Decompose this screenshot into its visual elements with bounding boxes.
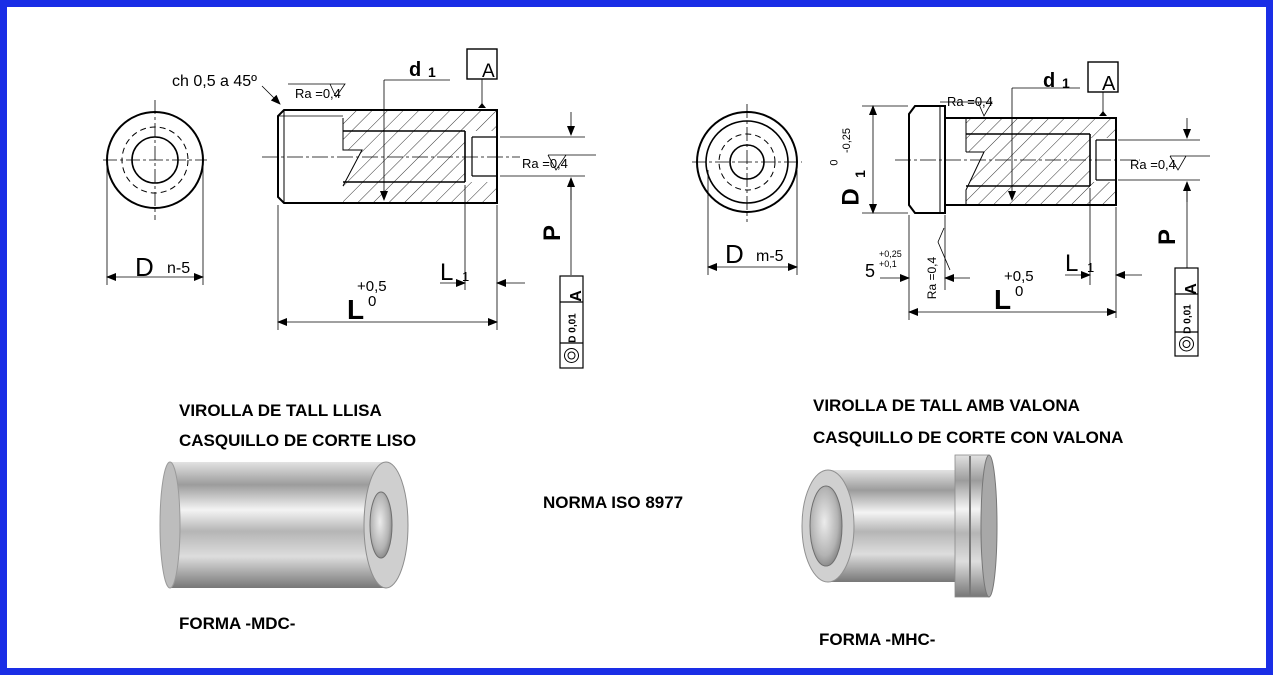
- plain-bushing-illustration: [159, 461, 409, 589]
- length-dim-label: L: [347, 294, 365, 325]
- concentricity-icon: [1179, 336, 1194, 352]
- step-dim-sub: 1: [462, 269, 470, 284]
- bore-dim-label: d: [1043, 70, 1056, 92]
- left-title-spanish: CASQUILLO DE CORTE LISO: [179, 431, 417, 450]
- flange-thk-lower: +0,1: [879, 259, 897, 269]
- outer-dim-label: D: [135, 252, 154, 282]
- datum-label: A: [1102, 73, 1116, 95]
- step-dim-label: L: [1065, 250, 1079, 277]
- right-section-view: [862, 61, 1210, 320]
- right-end-view: [692, 104, 802, 275]
- bore-dim-sub: 1: [428, 64, 436, 80]
- concentricity-icon: [564, 348, 579, 363]
- step-dim-sub: 1: [1087, 260, 1095, 275]
- roughness-outer-label: Ra =0,4: [947, 94, 993, 109]
- roughness-flange-label: Ra =0,4: [925, 256, 940, 300]
- right-title-spanish: CASQUILLO DE CORTE CON VALONA: [813, 428, 1124, 447]
- left-tolerance-frame: [559, 275, 584, 369]
- flange-dim-sub: 1: [851, 170, 868, 178]
- outer-tol-label: n-5: [167, 260, 191, 277]
- flange-tol-lower: -0,25: [841, 127, 854, 154]
- flange-dim-label: D: [837, 188, 865, 206]
- left-section-view: [261, 48, 596, 330]
- tolerance-datum-label: A: [567, 290, 585, 302]
- flange-thk-label: 5: [865, 261, 876, 281]
- p-label: P: [1154, 228, 1182, 246]
- roughness-inner-label: Ra =0,4: [522, 156, 568, 171]
- left-end-view: [103, 100, 207, 285]
- flanged-bushing-illustration: [801, 454, 998, 598]
- length-tol-lower: 0: [1015, 283, 1024, 300]
- tolerance-datum-label: A: [1182, 283, 1200, 295]
- length-dim-label: L: [994, 284, 1012, 315]
- standard-label: NORMA ISO 8977: [543, 493, 684, 512]
- right-title-catalan: VIROLLA DE TALL AMB VALONA: [813, 396, 1080, 415]
- bore-dim-label: d: [409, 59, 422, 81]
- roughness-inner-label: Ra =0,4: [1130, 157, 1176, 172]
- step-dim-label: L: [440, 259, 454, 286]
- right-form-label: FORMA -MHC-: [819, 630, 936, 649]
- datum-label: A: [482, 61, 495, 82]
- technical-drawing: [103, 48, 1210, 598]
- length-tol-upper: +0,5: [1004, 268, 1034, 285]
- left-title-catalan: VIROLLA DE TALL LLISA: [179, 401, 382, 420]
- chamfer-label: ch 0,5 a 45º: [172, 73, 258, 90]
- right-tolerance-frame: [1174, 267, 1199, 357]
- flange-thk-upper: +0,25: [879, 249, 902, 259]
- outer-tol-label: m-5: [756, 248, 784, 265]
- tolerance-value-label: D 0,01: [1182, 304, 1194, 334]
- length-tol-lower: 0: [368, 293, 377, 310]
- bore-dim-sub: 1: [1062, 75, 1070, 91]
- tolerance-value-label: D 0,01: [567, 313, 579, 343]
- p-label: P: [539, 224, 567, 242]
- roughness-outer-label: Ra =0,4: [295, 86, 341, 101]
- left-form-label: FORMA -MDC-: [179, 614, 296, 633]
- flange-tol-upper: 0: [828, 159, 841, 166]
- outer-dim-label: D: [725, 239, 744, 269]
- length-tol-upper: +0,5: [357, 278, 387, 295]
